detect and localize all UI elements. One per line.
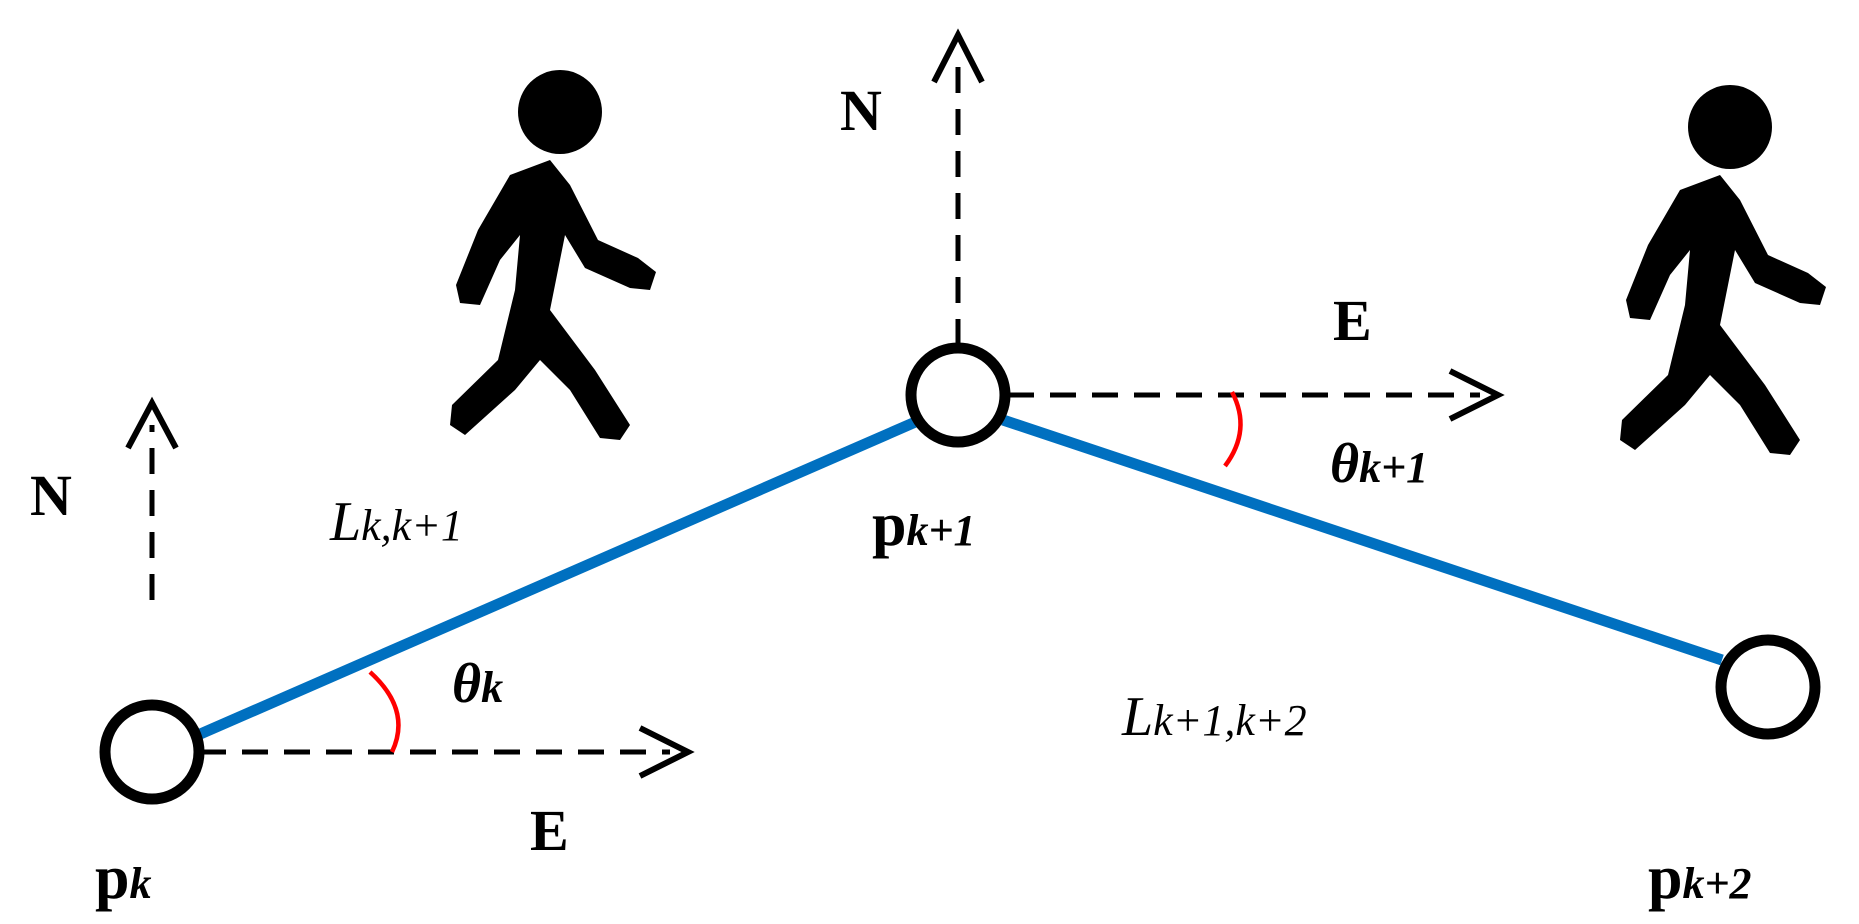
compass-axes-pk1 <box>931 28 1505 422</box>
segment-label-L2: Lk+1,k+2 <box>1121 686 1307 748</box>
waypoint-pk2 <box>1715 634 1821 740</box>
east-label-pk: E <box>530 798 569 863</box>
segment-pk-pk1 <box>195 414 923 741</box>
segment-label-L1: Lk,k+1 <box>329 491 463 553</box>
east-arrowhead-pk1 <box>1448 368 1505 422</box>
angle-label-theta-k: θk <box>452 653 503 715</box>
angle-arc-theta-k1 <box>1223 390 1243 468</box>
east-label-pk1: E <box>1333 288 1372 353</box>
east-arrowhead-pk <box>638 725 695 779</box>
angle-label-theta-k1: θk+1 <box>1330 433 1428 495</box>
north-label-pk: N <box>30 463 72 528</box>
point-label-pk2: pk+2 <box>1648 844 1752 912</box>
point-label-pk1: pk+1 <box>872 491 976 559</box>
angle-arc-theta-k <box>368 670 401 753</box>
waypoint-pk1 <box>905 342 1011 448</box>
segment-pk1-pk2 <box>1001 414 1724 666</box>
compass-axes-pk <box>125 396 695 779</box>
pedestrian-walking-icon <box>1620 85 1826 455</box>
waypoint-pk <box>99 699 205 805</box>
pedestrian-walking-icon <box>450 70 656 440</box>
point-label-pk: pk <box>95 844 151 912</box>
north-label-pk1: N <box>840 78 882 143</box>
north-arrowhead-pk1 <box>931 28 985 84</box>
north-arrowhead-pk <box>125 396 179 450</box>
